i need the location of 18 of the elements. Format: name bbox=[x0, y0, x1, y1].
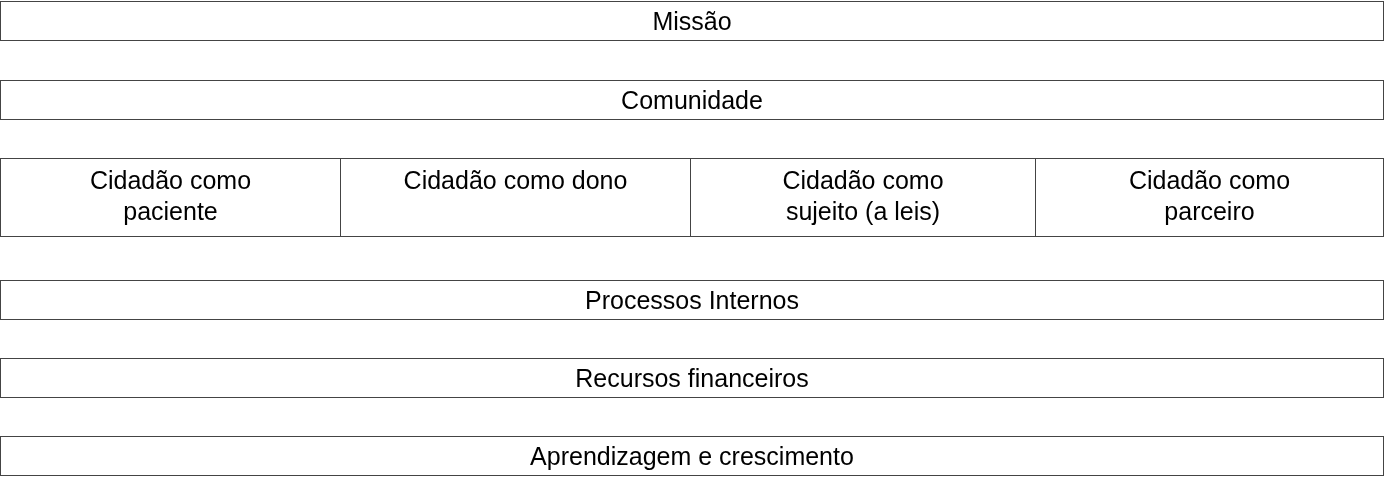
category-box bbox=[0, 1, 1384, 41]
box-label: Recursos financeiros bbox=[575, 362, 809, 394]
category-box bbox=[0, 158, 341, 237]
box-label: Cidadão como dono bbox=[403, 165, 628, 196]
box-label: Cidadão como paciente bbox=[88, 165, 253, 227]
category-box bbox=[1035, 158, 1384, 237]
box-label: Aprendizagem e crescimento bbox=[530, 440, 854, 472]
category-box bbox=[690, 158, 1036, 237]
category-box bbox=[340, 158, 691, 237]
category-box bbox=[0, 436, 1384, 476]
category-box bbox=[0, 80, 1384, 120]
category-box bbox=[0, 280, 1384, 320]
box-label: Processos Internos bbox=[585, 284, 799, 316]
box-label: Missão bbox=[652, 5, 732, 37]
box-label: Cidadão como sujeito (a leis) bbox=[781, 165, 945, 227]
box-label: Comunidade bbox=[621, 84, 763, 116]
box-label: Cidadão como parceiro bbox=[1127, 165, 1292, 227]
category-box bbox=[0, 358, 1384, 398]
